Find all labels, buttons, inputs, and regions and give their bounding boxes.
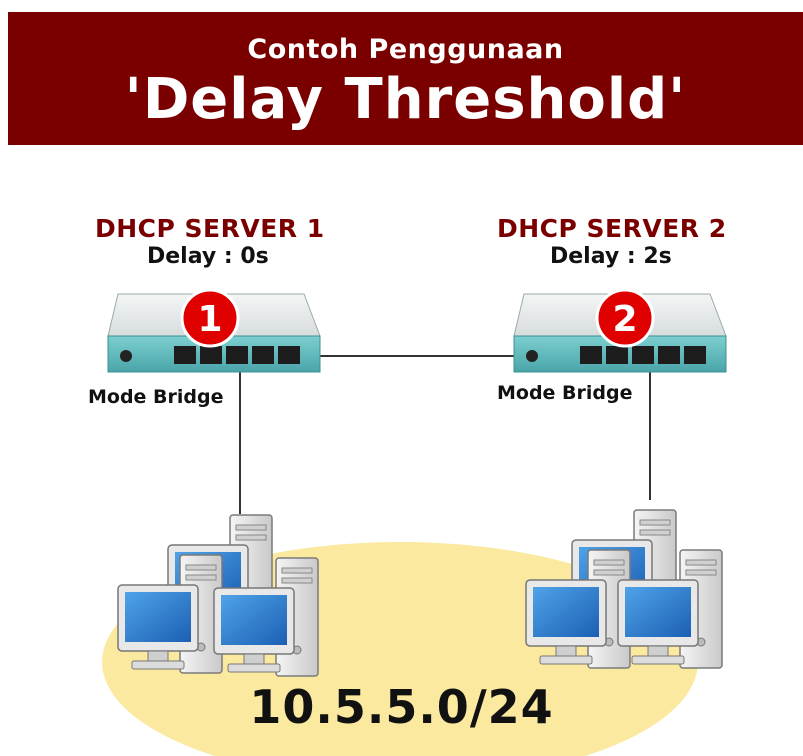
svg-text:1: 1	[197, 299, 222, 340]
server1-number-badge: 1	[180, 288, 240, 348]
server1-mode: Mode Bridge	[88, 386, 224, 408]
server2-mode: Mode Bridge	[497, 382, 633, 404]
server2-delay: Delay : 2s	[550, 244, 672, 269]
banner-title: 'Delay Threshold'	[124, 67, 687, 132]
computer-cluster-icon	[525, 509, 723, 669]
banner-subtitle: Contoh Penggunaan	[247, 34, 564, 65]
server1-title: DHCP SERVER 1	[95, 214, 325, 243]
subnet-label: 10.5.5.0/24	[249, 680, 554, 734]
server2-title: DHCP SERVER 2	[497, 214, 727, 243]
title-banner: Contoh Penggunaan 'Delay Threshold'	[8, 12, 803, 145]
computer-cluster-icon	[117, 514, 319, 677]
server2-number-badge: 2	[595, 288, 655, 348]
svg-text:2: 2	[612, 299, 637, 340]
server1-delay: Delay : 0s	[147, 244, 269, 269]
